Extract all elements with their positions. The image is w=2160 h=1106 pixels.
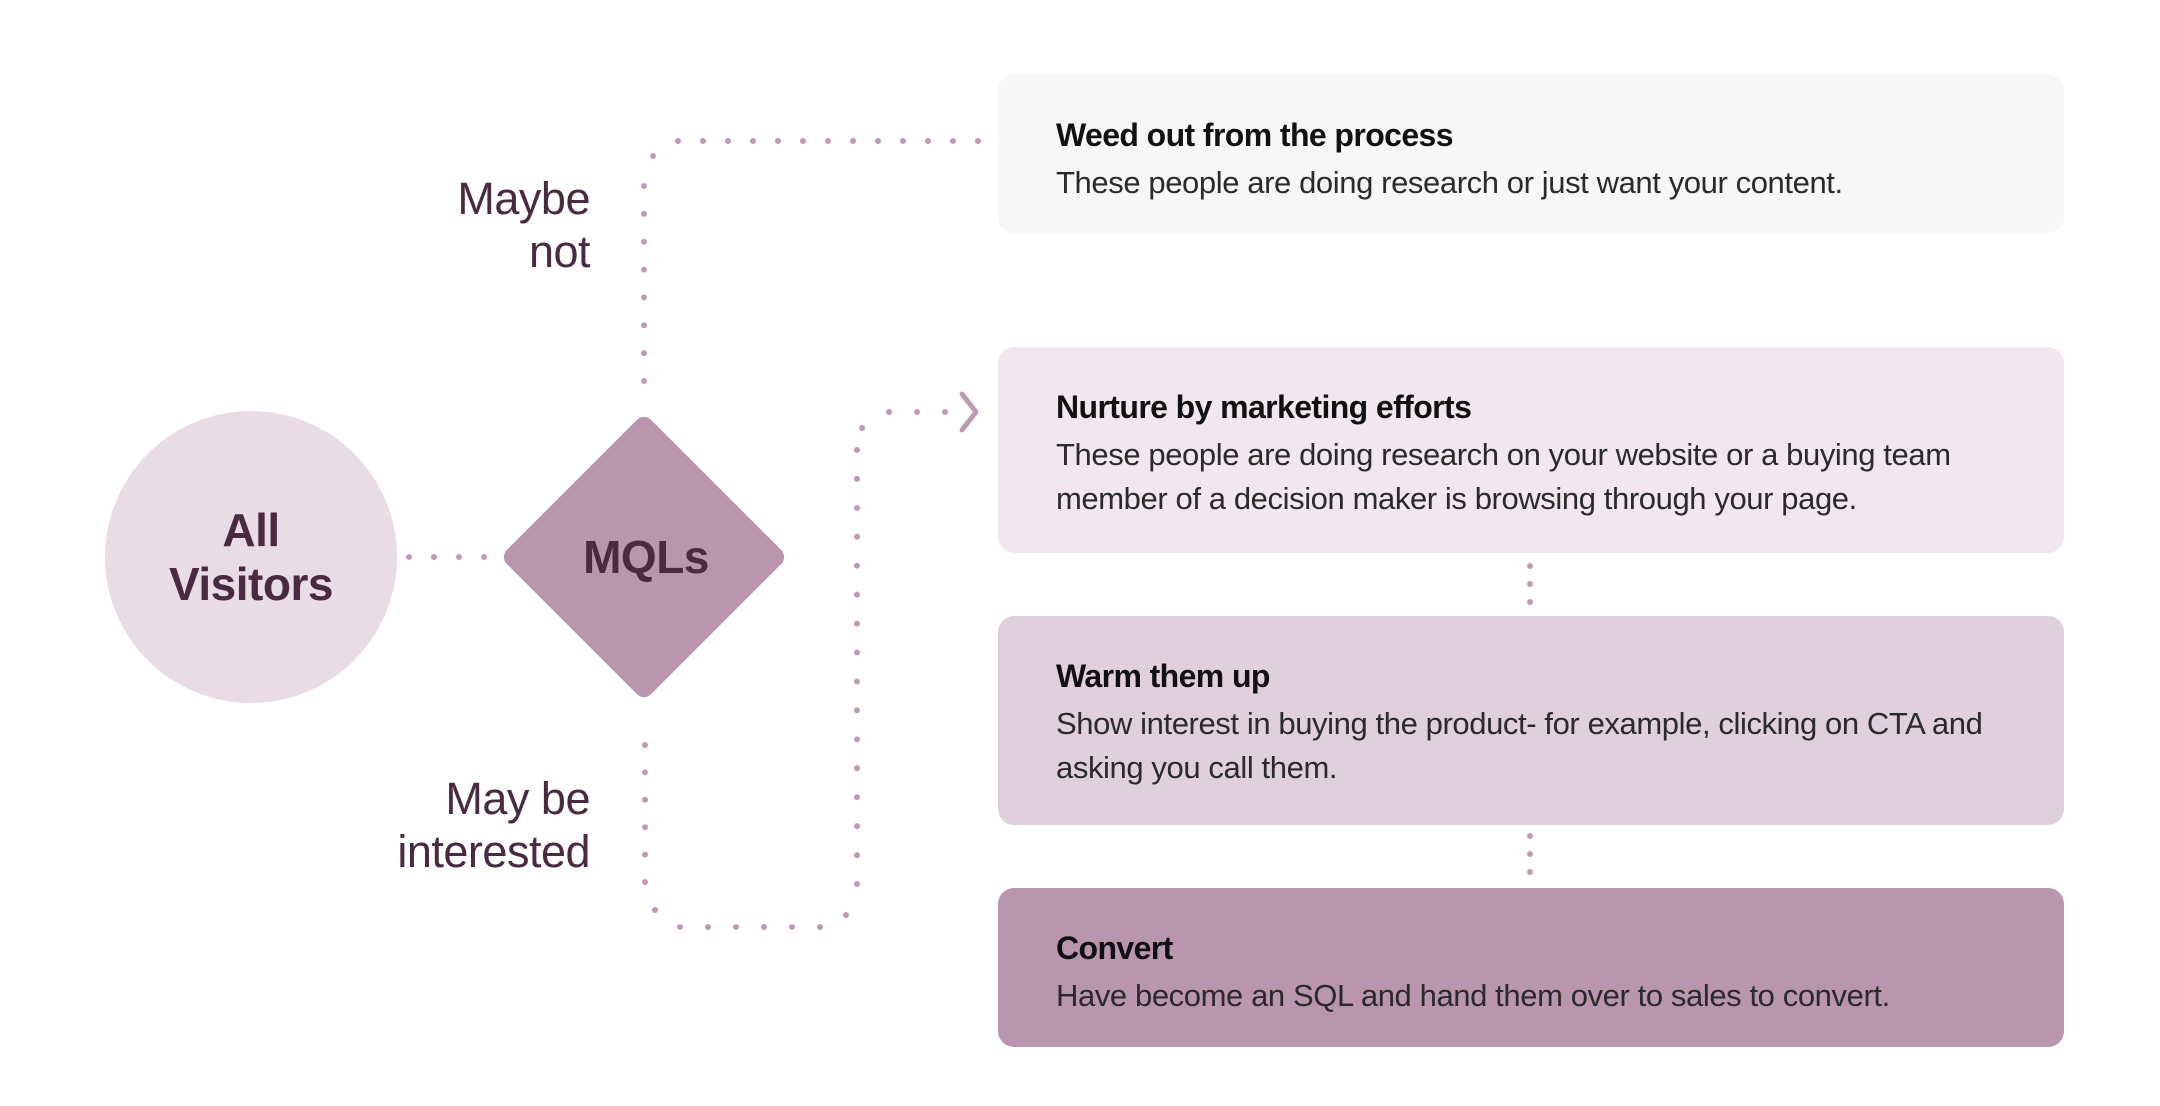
dots-visitors-to-mqls [481, 554, 487, 560]
branch-label-may-be-interested: May be interested [397, 773, 590, 877]
dots-interested-corner-top [859, 425, 865, 431]
dots-interested-right [854, 562, 860, 569]
dots-interested-left [642, 824, 648, 831]
dots-maybe-not-vertical [641, 322, 647, 329]
dots-maybe-not-vertical [641, 378, 647, 384]
dots-interested-right [854, 620, 860, 627]
dots-interested-right [854, 591, 860, 598]
dots-maybe-not-horizontal [925, 138, 931, 144]
dots-interested-right [854, 765, 860, 772]
dots-visitors-to-mqls [431, 554, 437, 560]
dots-interested-bottom [789, 924, 795, 930]
dots-interested-corner-left [652, 907, 658, 913]
dots-interested-right [854, 881, 860, 887]
dots-interested-left [642, 879, 648, 885]
dots-interested-to-arrow [886, 409, 892, 415]
card-warm-up: Warm them up Show interest in buying the… [998, 616, 2064, 825]
card-title: Weed out from the process [1056, 117, 1454, 153]
dots-maybe-not-horizontal [800, 138, 806, 144]
dots-interested-right [854, 678, 860, 685]
card-weed-out: Weed out from the process These people a… [998, 75, 2064, 233]
dots-interested-right [854, 447, 860, 453]
dots-maybe-not-horizontal [775, 138, 781, 144]
dots-maybe-not-horizontal [975, 138, 981, 144]
dots-interested-right [854, 823, 860, 830]
dots-interested-left [642, 796, 648, 803]
card-description: These people are doing research or just … [1056, 165, 1843, 200]
dots-interested-right [854, 707, 860, 714]
card-title: Convert [1056, 930, 1173, 966]
dots-maybe-not-vertical [641, 350, 647, 357]
all-visitors-label: All Visitors [169, 504, 333, 610]
dots-maybe-not-vertical [641, 183, 647, 189]
dots-interested-corner-right [843, 912, 849, 918]
dots-visitors-to-mqls [456, 554, 462, 560]
dots-maybe-not-horizontal [950, 138, 956, 144]
branch-label-maybe-not: Maybe not [457, 173, 590, 277]
card-convert: Convert Have become an SQL and hand them… [998, 888, 2064, 1047]
dots-maybe-not-horizontal [700, 138, 706, 144]
dots-interested-left [642, 742, 648, 748]
dots-maybe-not-vertical [641, 294, 647, 301]
dots-maybe-not-horizontal [675, 138, 681, 144]
dots-maybe-not-horizontal [850, 138, 856, 144]
dots-maybe-not-vertical [641, 210, 647, 217]
dots-maybe-not-vertical [641, 238, 647, 245]
dots-interested-right [854, 852, 860, 859]
dots-maybe-not-horizontal [750, 138, 756, 144]
chevron-right-icon [959, 391, 979, 433]
dots-interested-bottom [733, 924, 739, 930]
all-visitors-node: All Visitors [105, 411, 397, 703]
card-title: Warm them up [1056, 658, 1270, 694]
dots-visitors-to-mqls [406, 554, 412, 560]
card-description: Show interest in buying the product- for… [1056, 706, 1983, 785]
dots-interested-bottom [705, 924, 711, 930]
card-nurture: Nurture by marketing efforts These peopl… [998, 347, 2064, 553]
dots-interested-bottom [817, 924, 823, 930]
dots-maybe-not-horizontal [900, 138, 906, 144]
dots-interested-right [854, 736, 860, 743]
dots-maybe-not-vertical [641, 266, 647, 273]
mqls-label-wrap: MQLs [500, 412, 792, 702]
mqls-label: MQLs [583, 531, 709, 583]
dots-interested-left [642, 851, 648, 858]
dots-interested-right [854, 504, 860, 511]
dots-interested-right [854, 475, 860, 482]
dots-interested-to-arrow [942, 409, 948, 415]
dots-interested-left [642, 769, 648, 776]
dots-nurture-to-warm [1527, 599, 1533, 605]
dots-interested-bottom [677, 924, 683, 930]
dots-warm-to-convert [1527, 833, 1533, 839]
dots-interested-right [854, 649, 860, 656]
dots-warm-to-convert [1527, 869, 1533, 875]
dots-maybe-not-horizontal [725, 138, 731, 144]
card-description: Have become an SQL and hand them over to… [1056, 978, 1890, 1013]
dots-warm-to-convert [1527, 851, 1533, 857]
dots-interested-right [854, 533, 860, 540]
dots-maybe-not-horizontal [825, 138, 831, 144]
dots-interested-right [854, 794, 860, 801]
dots-maybe-not-corner [650, 153, 656, 159]
dots-nurture-to-warm [1527, 581, 1533, 587]
card-title: Nurture by marketing efforts [1056, 389, 1472, 425]
dots-interested-to-arrow [914, 409, 920, 415]
dots-maybe-not-horizontal [875, 138, 881, 144]
card-description: These people are doing research on your … [1056, 437, 1951, 516]
dots-nurture-to-warm [1527, 563, 1533, 569]
dots-interested-bottom [761, 924, 767, 930]
